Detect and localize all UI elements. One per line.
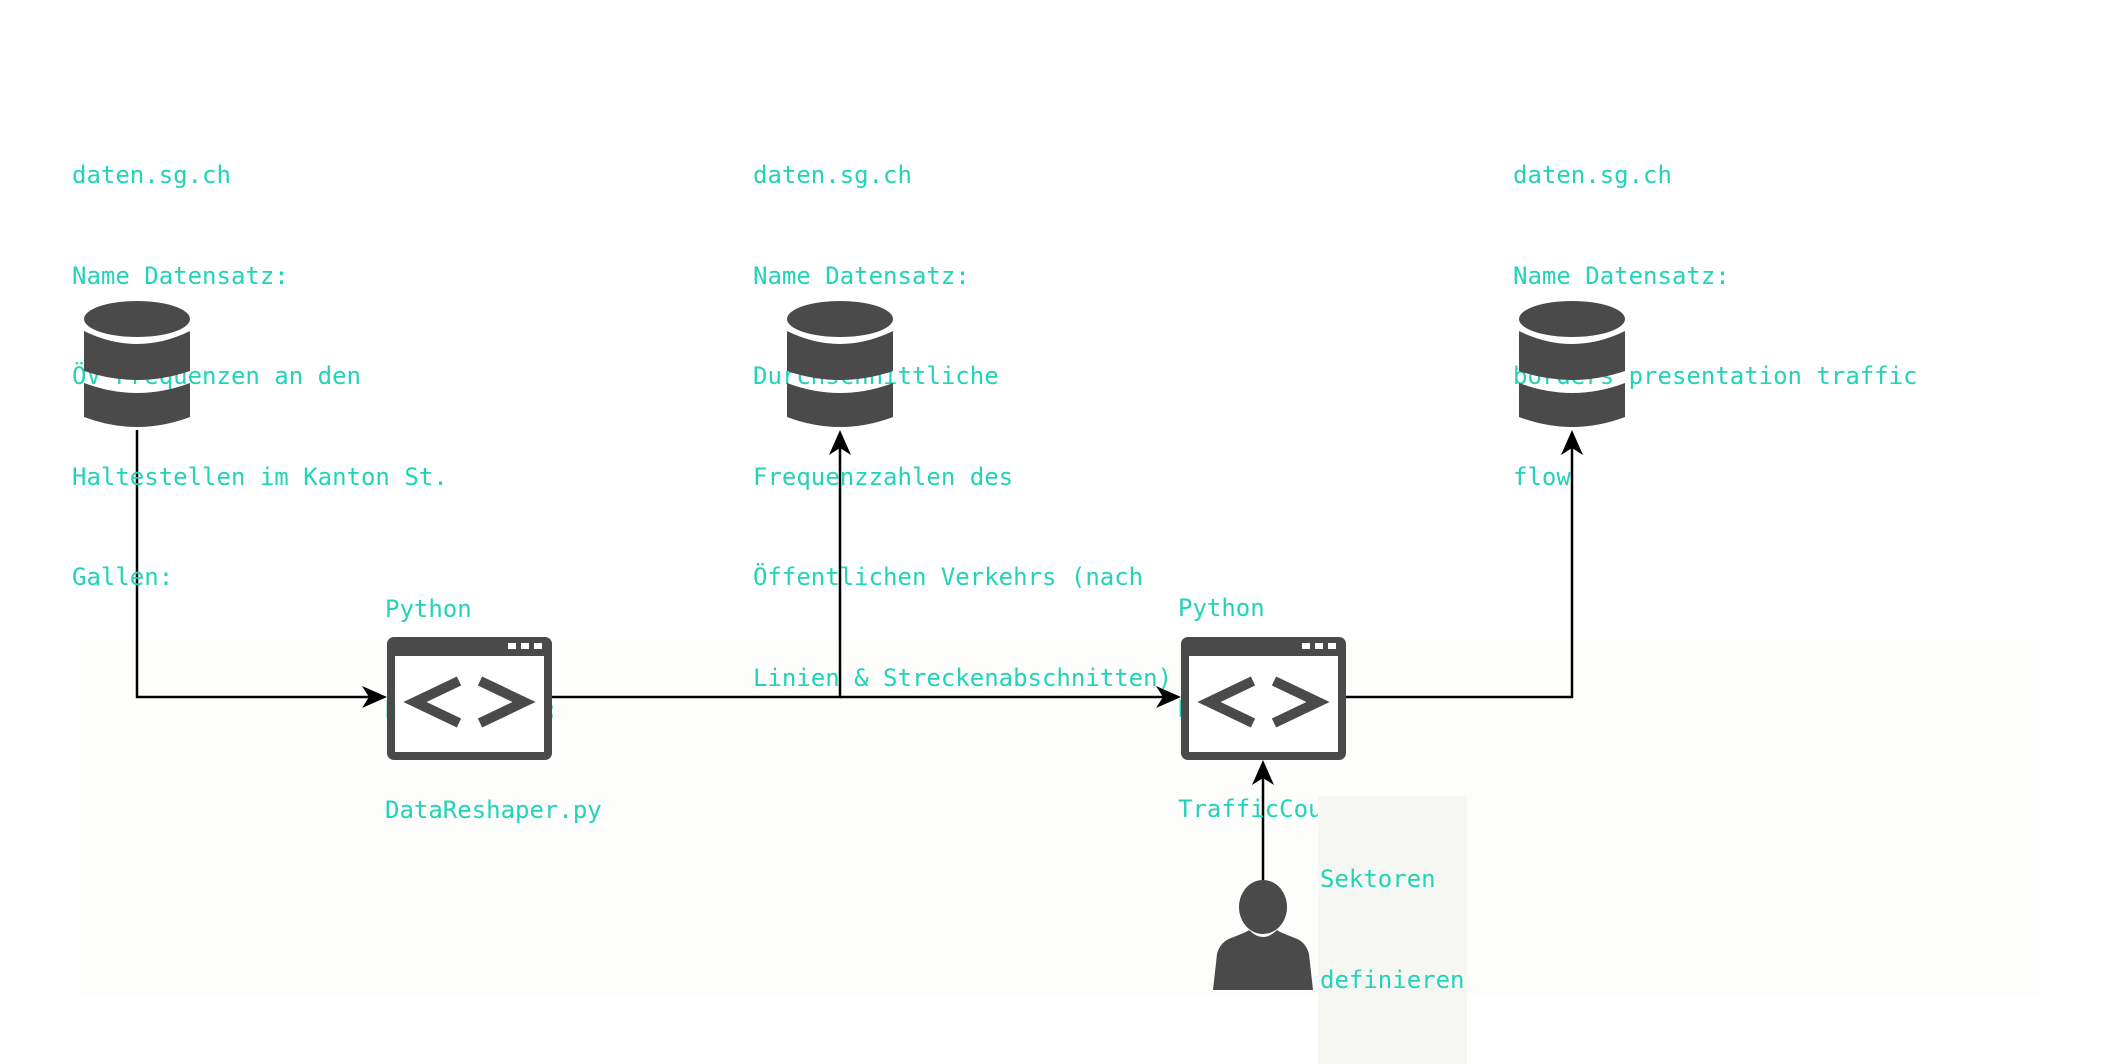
dataset-1-name-line: Haltestellen im Kanton St. (72, 462, 448, 491)
user-input-line: definieren (1320, 965, 1465, 994)
arrowhead (1156, 686, 1181, 708)
code-window-icon (1181, 637, 1346, 760)
dataset-2-source: daten.sg.ch (753, 161, 912, 189)
dataset-1-source: daten.sg.ch (72, 161, 231, 189)
connectors (135, 430, 1583, 885)
arrowhead (1561, 430, 1583, 455)
dataset-2-name-label: Name Datensatz: (753, 261, 970, 290)
connector-script2-to-dataset3 (1343, 445, 1574, 699)
user-node (1213, 880, 1313, 992)
dataset-2-node (785, 299, 895, 429)
user-icon (1213, 880, 1313, 990)
user-input-line: Sektoren (1320, 865, 1436, 893)
script-1-language: Python (385, 595, 472, 623)
script-2-language: Python (1178, 594, 1265, 622)
dataset-1-name-line: Gallen: (72, 563, 174, 591)
user-input-label: Sektoren definieren (1318, 796, 1467, 1064)
database-icon (787, 301, 893, 427)
script-1-node (387, 637, 552, 760)
dataset-2-label: daten.sg.ch Name Datensatz: Durchschnitt… (753, 92, 1172, 762)
dataset-3-source: daten.sg.ch (1513, 161, 1672, 189)
arrowhead (1252, 760, 1274, 785)
script-2-node (1181, 637, 1346, 760)
dataset-3-node (1517, 299, 1627, 429)
database-icon (84, 301, 190, 427)
code-window-icon (387, 637, 552, 760)
dataset-2-name-line: Linien & Streckenabschnitten) (753, 663, 1173, 692)
arrowhead (829, 430, 851, 455)
pipeline-diagram: daten.sg.ch Name Datensatz: ÖV Frequenze… (72, 92, 1918, 1064)
dataset-2-name-line: Öffentlichen Verkehrs (nach (753, 563, 1144, 591)
connector-dataset1-to-script1 (135, 430, 372, 699)
database-icon (1519, 301, 1625, 427)
dataset-3-name-label: Name Datensatz: (1513, 261, 1730, 290)
script-1-file: DataReshaper.py (385, 796, 602, 824)
dataset-3-name-line: flow (1513, 462, 1571, 491)
dataset-1-node (82, 299, 192, 429)
dataset-1-name-label: Name Datensatz: (72, 261, 289, 290)
arrowhead (362, 686, 387, 708)
dataset-2-name-line: Frequenzzahlen des (753, 462, 1014, 491)
